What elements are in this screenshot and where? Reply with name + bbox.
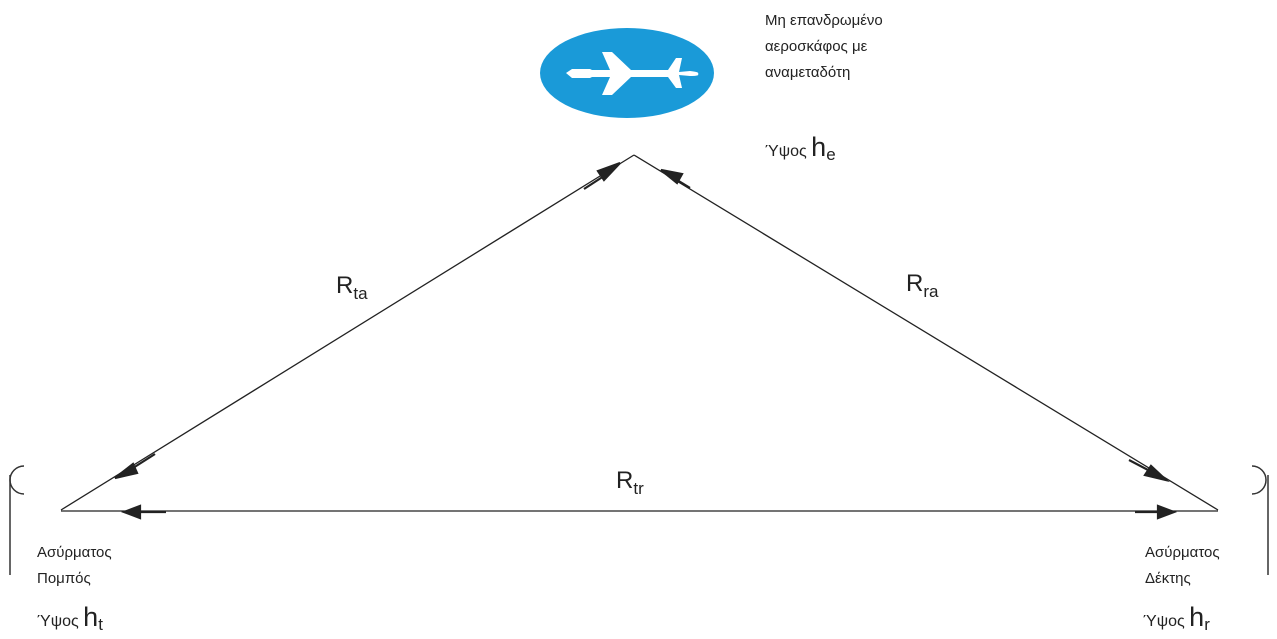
receiver-label-line-2: Δέκτης (1145, 570, 1191, 587)
path-rta-sub: ta (353, 283, 368, 303)
transmitter-label-line-2: Πομπός (37, 570, 91, 587)
receiver-antenna-icon (1251, 465, 1269, 575)
receiver-label-line-1: Ασύρματος (1145, 544, 1220, 561)
path-rra-line (633, 154, 1219, 511)
arrow-rta-down (114, 462, 139, 480)
path-rta-line (60, 154, 635, 511)
aircraft-label: Μη επανδρωμένο αεροσκάφος με αναμεταδότη (765, 8, 883, 86)
receiver-height-symbol: h (1189, 602, 1205, 632)
aircraft-label-line-2: αεροσκάφος με (765, 38, 868, 55)
transmitter-height: Ύψος ht (37, 602, 103, 635)
receiver-height-prefix: Ύψος (1143, 613, 1185, 630)
path-rtr-main: R (616, 467, 634, 494)
arrow-rtr-left (120, 504, 142, 520)
transmitter-height-prefix: Ύψος (37, 613, 79, 630)
arrowheads (114, 161, 1178, 520)
receiver-height: Ύψος hr (1143, 602, 1210, 635)
signal-paths (60, 154, 1219, 512)
path-rtr-label: Rtr (616, 467, 644, 499)
aircraft-height-symbol: h (811, 132, 827, 162)
airplane-icon (540, 28, 714, 118)
aircraft-height: Ύψος he (765, 132, 836, 165)
transmitter-height-symbol: h (83, 602, 99, 632)
path-rtr-sub: tr (633, 478, 644, 498)
path-rra-sub: ra (923, 281, 939, 301)
transmitter-height-sub: t (98, 615, 103, 635)
receiver-height-sub: r (1204, 615, 1210, 635)
path-rta-main: R (336, 272, 354, 299)
transmitter-label: Ασύρματος Πομπός (37, 540, 112, 592)
transmitter-antenna-icon (9, 465, 25, 575)
aircraft-height-prefix: Ύψος (765, 143, 807, 160)
receiver-label: Ασύρματος Δέκτης (1145, 540, 1220, 592)
arrow-rtr-right (1156, 504, 1178, 520)
path-rra-label: Rra (906, 270, 938, 302)
aircraft-height-sub: e (826, 145, 836, 165)
aircraft-label-line-3: αναμεταδότη (765, 64, 851, 81)
aircraft-label-line-1: Μη επανδρωμένο (765, 12, 883, 29)
path-rta-label: Rta (336, 272, 368, 304)
path-rra-main: R (906, 270, 924, 297)
transmitter-label-line-1: Ασύρματος (37, 544, 112, 561)
